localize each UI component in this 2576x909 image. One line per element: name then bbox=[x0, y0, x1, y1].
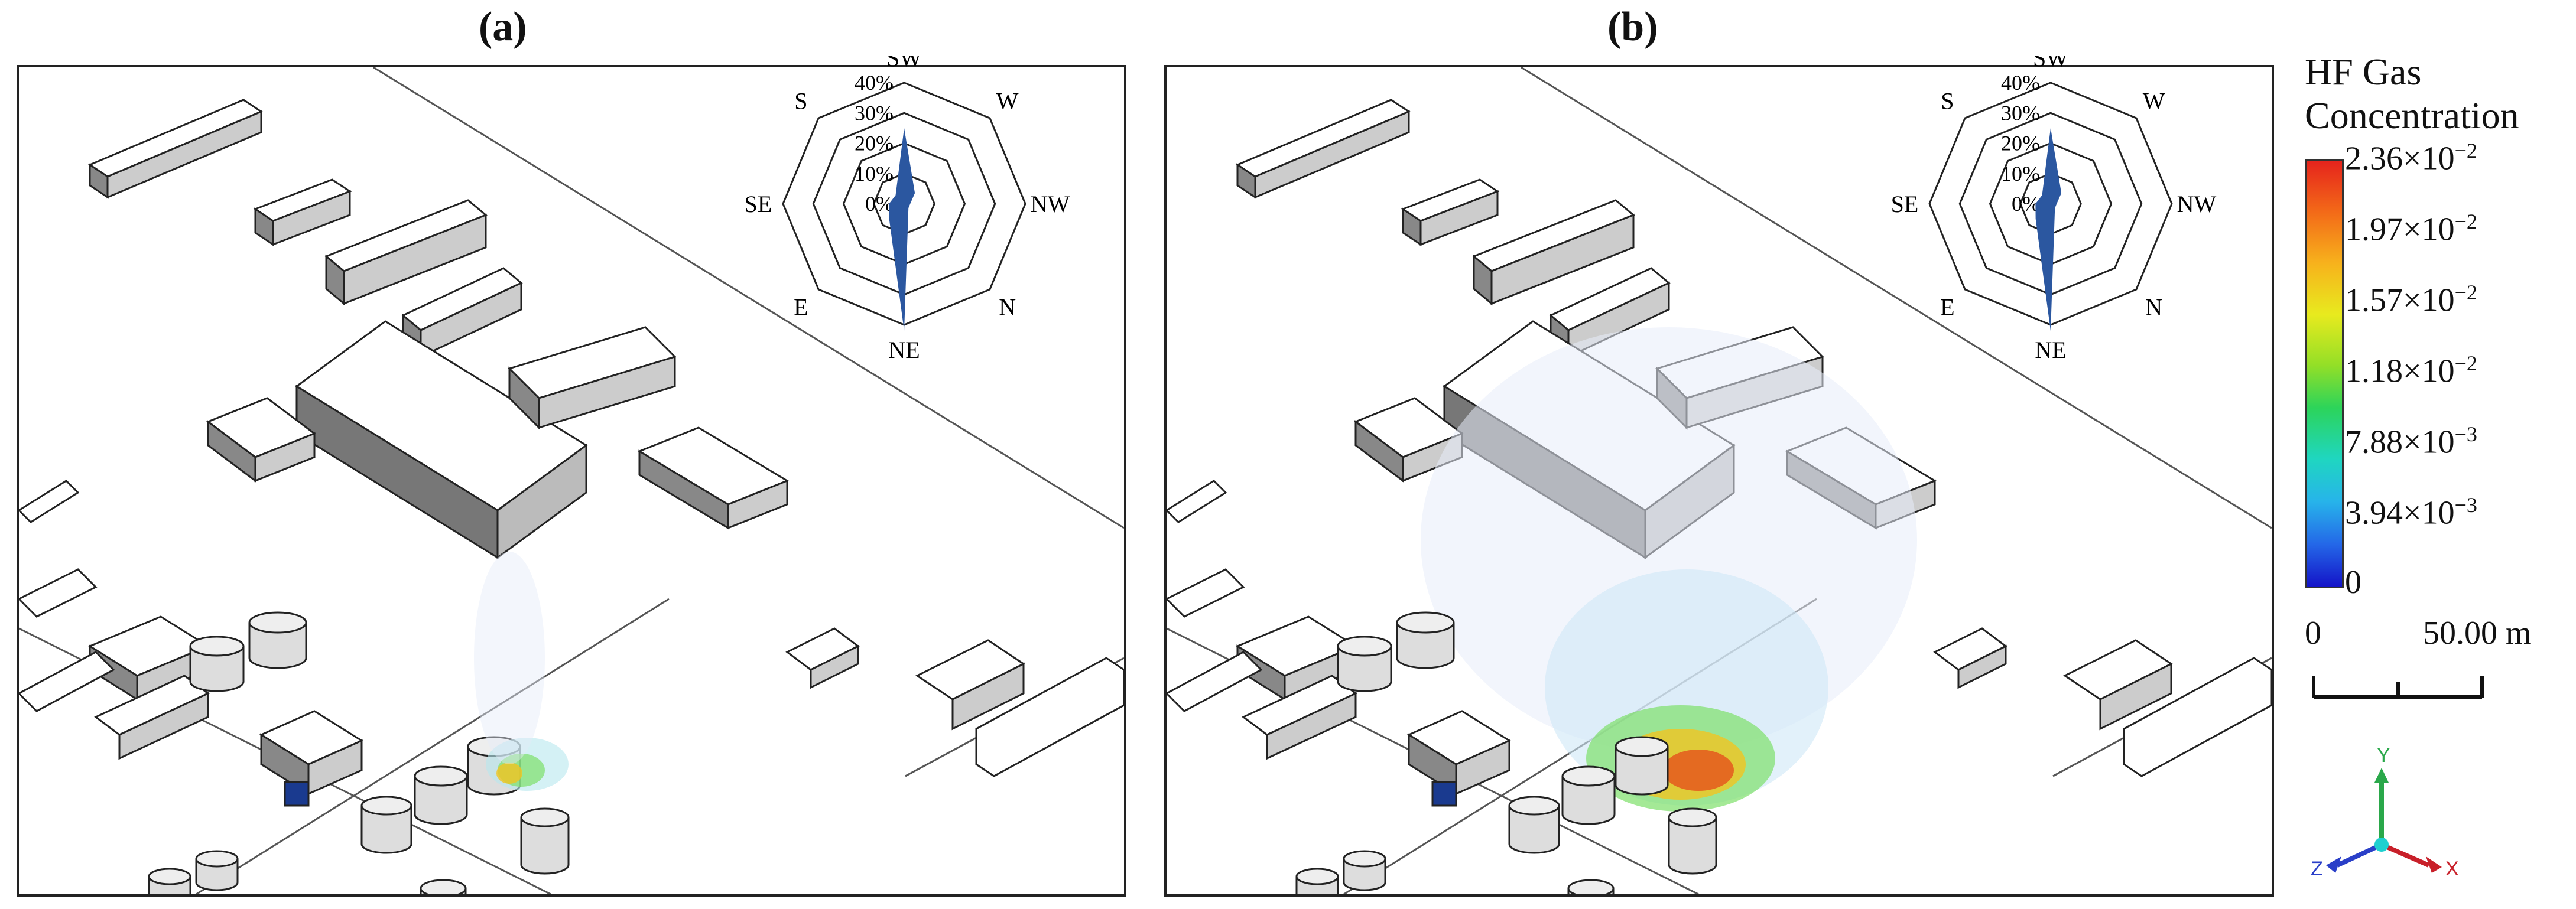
colorbar-tick-label: 2.36×10−2 bbox=[2345, 139, 2477, 177]
colorbar-tick-label: 7.88×10−3 bbox=[2345, 422, 2477, 461]
wind-rose-petal bbox=[2035, 128, 2062, 331]
wind-rose-direction-label: E bbox=[1940, 294, 1954, 321]
wind-rose-petal bbox=[889, 128, 915, 331]
wind-rose-direction-label: NE bbox=[2035, 337, 2066, 363]
wind-rose-direction-label: SE bbox=[745, 191, 772, 217]
wind-rose-ring-label: 0% bbox=[865, 192, 894, 216]
panel-a-scene bbox=[19, 67, 1124, 894]
wind-rose-direction-label: SW bbox=[886, 56, 922, 71]
z-axis-arrow bbox=[2336, 842, 2383, 868]
gas-plume bbox=[1421, 327, 1917, 812]
panel-b bbox=[1164, 65, 2274, 897]
panel-label-b: (b) bbox=[1607, 4, 1658, 50]
wind-rose-direction-label: N bbox=[999, 294, 1016, 321]
panel-b-scene bbox=[1167, 67, 2272, 894]
x-axis-arrow bbox=[2380, 842, 2430, 868]
wind-rose-ring-label: 40% bbox=[2001, 71, 2040, 95]
wind-rose-ring-label: 20% bbox=[2001, 132, 2040, 155]
wind-rose-ring-label: 0% bbox=[2012, 192, 2040, 216]
wind-rose-b: 0% 10% 20% 30% 40%SW W NW N NE E SE S bbox=[1891, 56, 2217, 363]
wind-rose-direction-label: NE bbox=[888, 337, 920, 363]
wind-rose-ring-label: 30% bbox=[855, 101, 894, 125]
scale-bar-start: 0 bbox=[2305, 615, 2321, 651]
wind-rose-ring-label: 10% bbox=[855, 162, 894, 185]
colorbar-tick-label: 1.97×10−2 bbox=[2345, 210, 2477, 248]
scale-bar bbox=[2312, 676, 2484, 699]
wind-rose-direction-label: W bbox=[2143, 87, 2165, 114]
wind-rose-ring-label: 30% bbox=[2001, 101, 2040, 125]
wind-rose-direction-label: N bbox=[2145, 294, 2162, 321]
y-axis-label: Y bbox=[2377, 744, 2390, 767]
wind-rose-direction-label: E bbox=[794, 294, 808, 321]
panel-label-a: (a) bbox=[479, 4, 527, 50]
axis-triad: Y X Z bbox=[2311, 744, 2459, 880]
wind-rose-ring-label: 10% bbox=[2001, 162, 2040, 185]
scale-bar-end: 50.00 m bbox=[2423, 615, 2532, 651]
legend-title-line2: Concentration bbox=[2305, 95, 2519, 136]
wind-rose-direction-label: NW bbox=[1031, 191, 1070, 217]
wind-rose-direction-label: W bbox=[996, 87, 1019, 114]
tanks bbox=[148, 611, 570, 894]
blue-box bbox=[284, 781, 310, 807]
panel-a bbox=[17, 65, 1126, 897]
legend-title: HF Gas Concentration bbox=[2305, 50, 2519, 138]
colorbar-tick-label: 1.57×10−2 bbox=[2345, 281, 2477, 319]
wind-rose-direction-label: S bbox=[794, 87, 807, 114]
colorbar-tick-label: 1.18×10−2 bbox=[2345, 351, 2477, 390]
wind-rose-direction-label: SW bbox=[2033, 56, 2068, 71]
colorbar-tick-label: 3.94×10−3 bbox=[2345, 493, 2477, 532]
colorbar-tick-label: 0 bbox=[2345, 564, 2361, 601]
z-axis-label: Z bbox=[2311, 858, 2323, 880]
wind-rose-ring-label: 40% bbox=[855, 71, 894, 95]
gas-plume bbox=[474, 552, 569, 791]
wind-rose-direction-label: S bbox=[1941, 87, 1954, 114]
wind-rose-direction-label: NW bbox=[2177, 191, 2217, 217]
legend-title-line1: HF Gas bbox=[2305, 51, 2422, 93]
buildings bbox=[19, 99, 1124, 796]
wind-rose-ring-label: 20% bbox=[855, 132, 894, 155]
wind-rose-direction-label: SE bbox=[1891, 191, 1919, 217]
wind-rose-a: 0% 10% 20% 30% 40%SW W NW N NE E SE S bbox=[745, 56, 1070, 363]
colorbar bbox=[2305, 159, 2344, 588]
x-axis-label: X bbox=[2445, 858, 2459, 880]
